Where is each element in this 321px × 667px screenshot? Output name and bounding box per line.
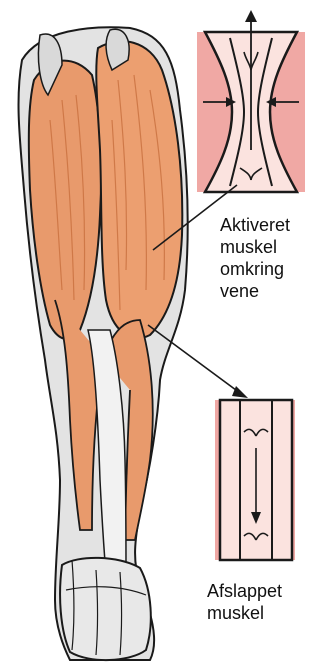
- activated-label-line: omkring: [220, 258, 290, 280]
- relaxed-vein-inset: [215, 400, 295, 560]
- activated-label-line: Aktiveret: [220, 214, 290, 236]
- activated-label-line: vene: [220, 280, 290, 302]
- activated-label-line: muskel: [220, 236, 290, 258]
- activated-vein-inset: [197, 10, 305, 192]
- relaxed-label-line: muskel: [207, 602, 282, 624]
- relaxed-label-line: Afslappet: [207, 580, 282, 602]
- relaxed-muscle-label: Afslappet muskel: [207, 580, 282, 624]
- activated-muscle-label: Aktiveret muskel omkring vene: [220, 214, 290, 302]
- leg-illustration: [18, 27, 187, 660]
